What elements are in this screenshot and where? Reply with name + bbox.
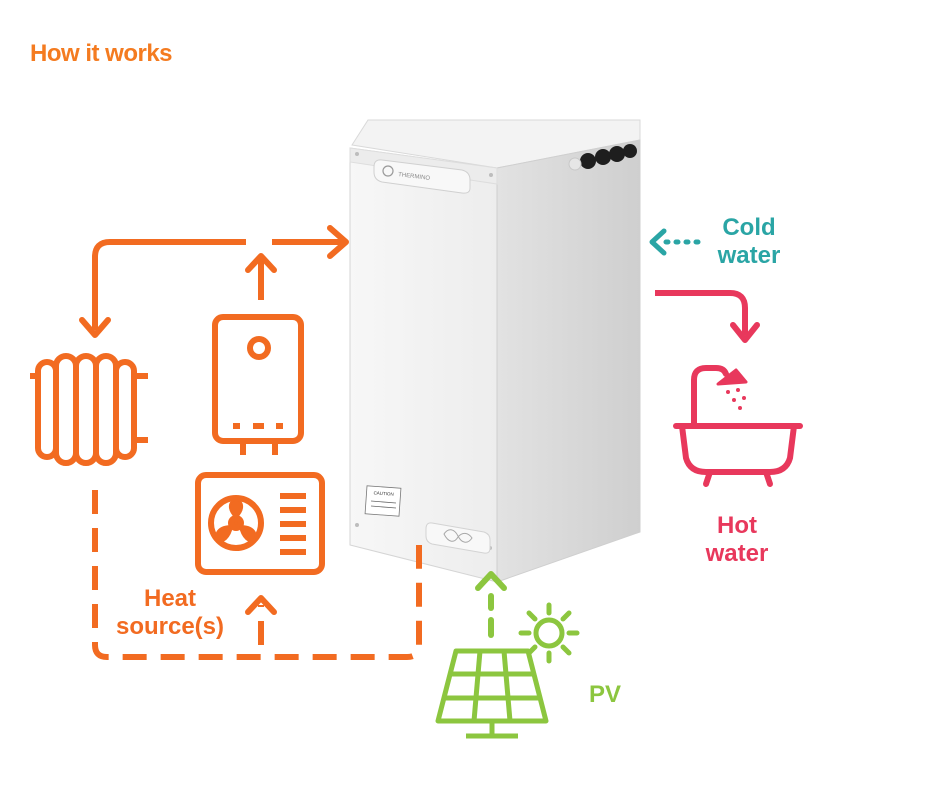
caution-text: CAUTION [373,490,394,496]
pv-label: PV [588,681,621,708]
heating-flow-lines [79,225,349,338]
brand-plate: THERMINO [373,159,471,194]
hot-water-label-line1: Hot [717,512,757,539]
caution-label: CAUTION [364,485,402,517]
solar-panel-icon [435,648,549,739]
heat-pump-icon [195,472,325,575]
heat-sources-label: Heat source(s) [106,585,234,641]
cold-water-arrow [649,228,703,256]
boiler-icon [212,314,304,455]
bath-shower-icon [673,365,803,487]
hot-water-arrow [655,290,760,343]
heat-sources-label-line1: Heat [143,585,197,612]
cold-water-label-line1: Cold [722,214,776,241]
thermino-unit: THERMINO CAUTION [349,119,641,583]
cold-water-label: Cold water [706,214,792,270]
heat-sources-label-line2: source(s) [115,613,225,640]
radiator-icon [30,353,148,466]
hot-water-label: Hot water [694,512,780,568]
brand-text: THERMINO [398,172,431,182]
page-title: How it works [30,40,173,67]
hot-water-label-line2: water [705,540,769,567]
cold-water-label-line2: water [717,242,781,269]
infinity-plate [425,522,491,554]
sun-icon [518,602,580,664]
heat-return-dashed-lines [92,490,422,660]
pv-arrow [475,571,507,638]
pipe-ports [568,144,637,171]
